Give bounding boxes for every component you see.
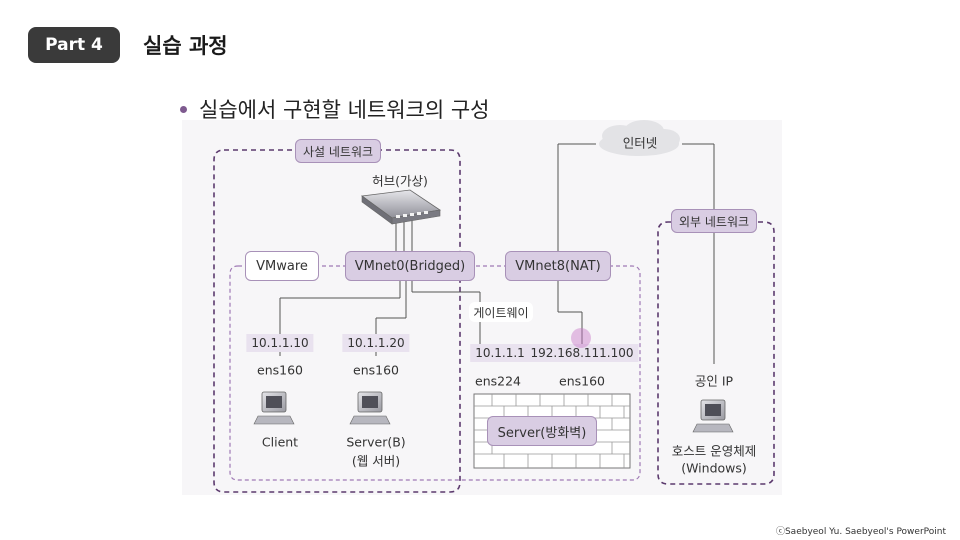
private-network-label: 사설 네트워크	[295, 139, 381, 163]
internet-label: 인터넷	[622, 135, 658, 151]
host-os: (Windows)	[681, 460, 747, 476]
external-network-label: 외부 네트워크	[671, 209, 757, 233]
hub-device	[360, 189, 442, 225]
host-name: 호스트 운영체제	[671, 443, 757, 459]
copyright: ⓒSaebyeol Yu. Saebyeol's PowerPoint	[775, 527, 946, 537]
private-network-boundary	[213, 149, 461, 493]
page-title: 실습 과정	[143, 34, 228, 58]
firewall-internal-iface: ens224	[475, 373, 521, 389]
vmnet0-node: VMnet0(Bridged)	[345, 251, 475, 281]
client-name: Client	[261, 434, 299, 450]
part-label: Part 4	[45, 35, 103, 55]
cursor-highlight	[571, 328, 591, 348]
bullet-icon	[180, 105, 187, 113]
external-network-boundary	[657, 221, 775, 485]
host-computer-icon	[692, 399, 734, 433]
hub-label: 허브(가상)	[372, 173, 428, 189]
part-badge: Part 4	[28, 27, 120, 63]
client-ip: 10.1.1.10	[246, 334, 314, 352]
server-b-computer-icon	[349, 391, 391, 425]
subtitle: 실습에서 구현할 네트워크의 구성	[180, 94, 490, 124]
network-diagram: 사설 네트워크 허브(가상) VMware VMnet0(Bridged) VM…	[182, 120, 782, 495]
server-b-ip: 10.1.1.20	[342, 334, 410, 352]
server-b-role: (웹 서버)	[351, 453, 401, 469]
client-iface: ens160	[257, 362, 303, 378]
server-b-name: Server(B)	[346, 434, 406, 450]
server-b-iface: ens160	[353, 362, 399, 378]
gateway-label: 게이트웨이	[469, 302, 533, 322]
subtitle-text: 실습에서 구현할 네트워크의 구성	[199, 98, 490, 122]
vmware-label: VMware	[245, 251, 319, 281]
host-ip: 공인 IP	[694, 373, 734, 389]
firewall-external-ip: 192.168.111.100	[525, 344, 639, 362]
firewall-server-label: Server(방화벽)	[487, 416, 597, 446]
vmware-boundary	[229, 265, 641, 481]
vmnet8-node: VMnet8(NAT)	[505, 251, 611, 281]
firewall-external-iface: ens160	[559, 373, 605, 389]
internet-cloud	[599, 120, 680, 156]
firewall-internal-ip: 10.1.1.1	[470, 344, 530, 362]
client-computer-icon	[253, 391, 295, 425]
